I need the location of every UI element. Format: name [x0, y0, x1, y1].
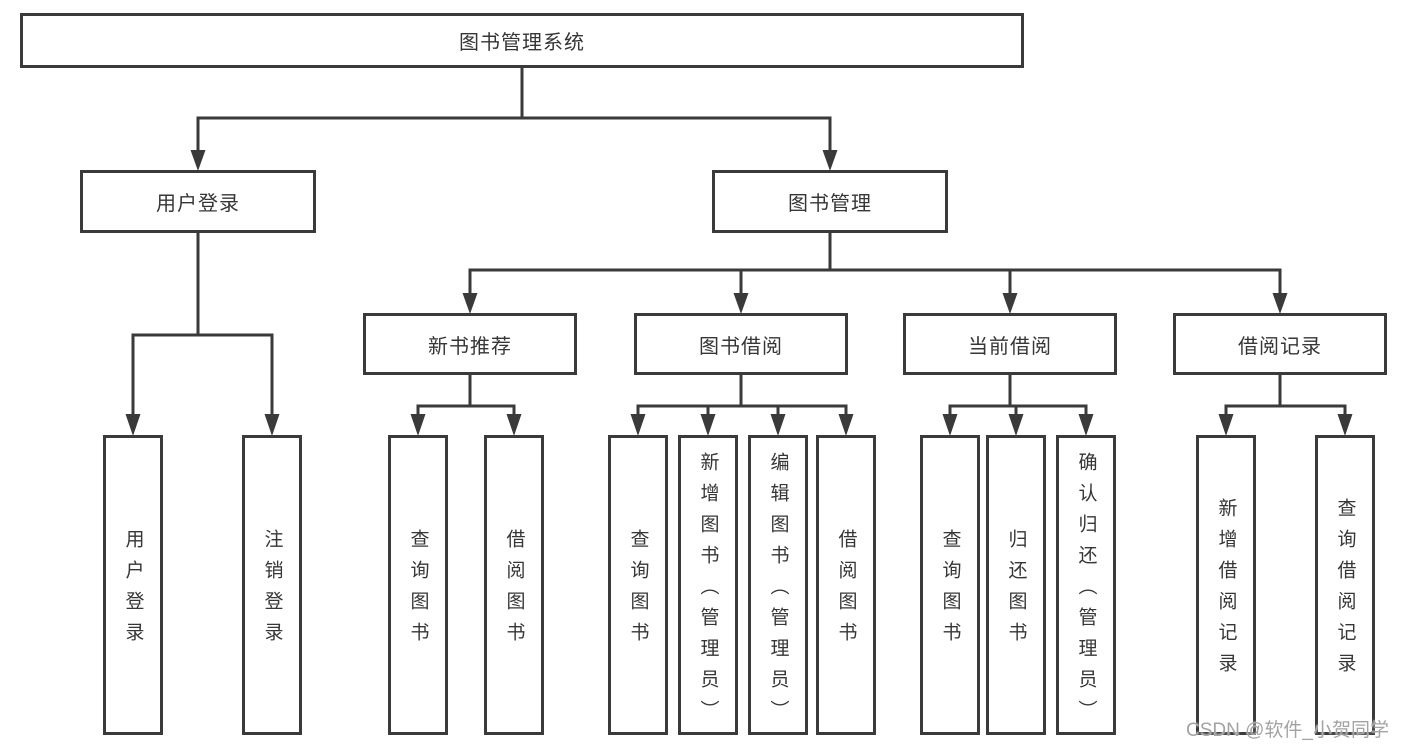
leaf-records-query-record-label: 查询借阅记录 — [1334, 498, 1356, 684]
leaf-recommend-borrow-books: 借阅图书 — [484, 435, 544, 735]
leaf-current-confirm-return-label: 确认归还（管理员） — [1075, 451, 1097, 731]
node-borrow-records-label: 借阅记录 — [1238, 335, 1322, 358]
leaf-logout-label: 注销登录 — [261, 529, 283, 653]
leaf-user-login-label: 用户登录 — [122, 529, 144, 653]
leaf-borrow-add-books-label: 新增图书（管理员） — [697, 451, 719, 731]
node-new-book-recommend: 新书推荐 — [363, 313, 577, 375]
node-book-borrow-label: 图书借阅 — [699, 335, 783, 358]
node-book-management-label: 图书管理 — [788, 193, 872, 215]
leaf-records-add-record-label: 新增借阅记录 — [1215, 498, 1237, 684]
leaf-borrow-borrow-books-label: 借阅图书 — [835, 529, 857, 653]
node-borrow-records: 借阅记录 — [1173, 313, 1387, 375]
node-user-login: 用户登录 — [80, 170, 316, 233]
leaf-current-return-books-label: 归还图书 — [1005, 529, 1027, 653]
leaf-current-query-books-label: 查询图书 — [939, 529, 961, 653]
leaf-logout: 注销登录 — [242, 435, 302, 735]
leaf-user-login: 用户登录 — [103, 435, 163, 735]
leaf-records-add-record: 新增借阅记录 — [1196, 435, 1256, 735]
leaf-borrow-query-books-label: 查询图书 — [627, 529, 649, 653]
node-new-book-recommend-label: 新书推荐 — [428, 335, 512, 358]
node-root-label: 图书管理系统 — [459, 32, 585, 54]
leaf-current-query-books: 查询图书 — [920, 435, 980, 735]
leaf-borrow-edit-books-label: 编辑图书（管理员） — [767, 451, 789, 731]
leaf-current-return-books: 归还图书 — [986, 435, 1046, 735]
leaf-borrow-add-books: 新增图书（管理员） — [678, 435, 738, 735]
node-root: 图书管理系统 — [20, 13, 1024, 68]
leaf-current-confirm-return: 确认归还（管理员） — [1056, 435, 1116, 735]
csdn-watermark: CSDN @软件_小贺同学 — [1186, 720, 1389, 741]
node-current-borrow-label: 当前借阅 — [968, 335, 1052, 358]
leaf-recommend-query-books: 查询图书 — [388, 435, 448, 735]
leaf-recommend-query-books-label: 查询图书 — [407, 529, 429, 653]
leaf-records-query-record: 查询借阅记录 — [1315, 435, 1375, 735]
leaf-recommend-borrow-books-label: 借阅图书 — [503, 529, 525, 653]
node-user-login-label: 用户登录 — [156, 193, 240, 215]
node-book-management: 图书管理 — [712, 170, 948, 233]
node-book-borrow: 图书借阅 — [634, 313, 848, 375]
leaf-borrow-borrow-books: 借阅图书 — [816, 435, 876, 735]
arrow-head-icons — [125, 150, 1353, 436]
node-current-borrow: 当前借阅 — [903, 313, 1117, 375]
leaf-borrow-query-books: 查询图书 — [608, 435, 668, 735]
leaf-borrow-edit-books: 编辑图书（管理员） — [748, 435, 808, 735]
